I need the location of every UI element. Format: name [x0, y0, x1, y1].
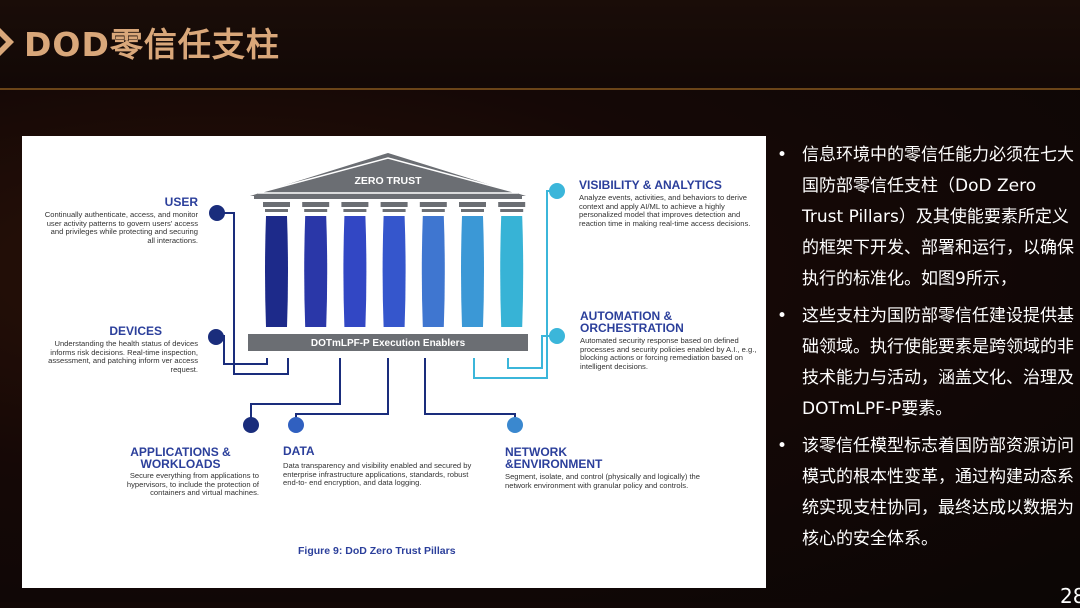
- bullet-item: • 信息环境中的零信任能力必须在七大国防部零信任支柱（DoD Zero Trus…: [775, 140, 1075, 295]
- pillar-capital: [341, 202, 369, 207]
- automation-block: AUTOMATION & ORCHESTRATION Automated sec…: [580, 310, 764, 371]
- temple-roof-outline: [257, 157, 519, 194]
- connector-devices-b: [224, 358, 268, 365]
- data-title: DATA: [283, 444, 315, 458]
- applications-description: Secure everything from applications to h…: [126, 471, 259, 498]
- pillar-3: [343, 216, 367, 327]
- pillar-capital: [498, 202, 526, 207]
- automation-description: Automated security response based on def…: [580, 336, 757, 371]
- pillar-capital-lower: [343, 209, 367, 212]
- network-title-2: &ENVIRONMENT: [505, 457, 603, 471]
- devices-block: DEVICES Understanding the health status …: [38, 325, 198, 374]
- connector-applications: [250, 358, 341, 426]
- pillar-capital: [419, 202, 447, 207]
- pillar-1: [265, 216, 288, 327]
- chevron-right-icon: [0, 28, 14, 56]
- pillar-capital-lower: [382, 209, 406, 212]
- pillar-6: [461, 216, 484, 327]
- network-dot: [507, 417, 523, 433]
- temple-base: [248, 334, 528, 351]
- pillar-capital-lower: [421, 209, 445, 212]
- bullet-item: • 该零信任模型标志着国防部资源访问模式的根本性变革，通过构建动态系统实现支柱协…: [775, 431, 1075, 555]
- slide-header: DOD零信任支柱: [0, 0, 1080, 90]
- entablature: [254, 195, 522, 199]
- data-dot: [288, 417, 304, 433]
- pillar-5: [421, 216, 445, 327]
- pillar-capital-lower: [265, 209, 288, 212]
- bullet-text: 该零信任模型标志着国防部资源访问模式的根本性变革，通过构建动态系统实现支柱协同，…: [802, 436, 1074, 549]
- network-description: Segment, isolate, and control (physicall…: [505, 472, 701, 490]
- figure-caption: Figure 9: DoD Zero Trust Pillars: [298, 545, 456, 557]
- visibility-title: VISIBILITY & ANALYTICS: [579, 178, 722, 192]
- pillar-capital: [380, 202, 408, 207]
- automation-dot: [549, 328, 565, 344]
- page-title: DOD零信任支柱: [24, 25, 280, 64]
- applications-dot: [243, 417, 259, 433]
- page-number: 28: [1060, 584, 1080, 608]
- pillar-2: [304, 216, 328, 327]
- data-block: DATA Data transparency and visibility en…: [283, 445, 478, 488]
- bullet-item: • 这些支柱为国防部零信任建设提供基础领域。执行使能要素是跨领域的非技术能力与活…: [775, 301, 1075, 425]
- bullet-text: 信息环境中的零信任能力必须在七大国防部零信任支柱（DoD Zero Trust …: [802, 145, 1074, 289]
- bullet-list: • 信息环境中的零信任能力必须在七大国防部零信任支柱（DoD Zero Trus…: [775, 140, 1075, 561]
- user-dot: [209, 205, 225, 221]
- devices-dot: [208, 329, 224, 345]
- visibility-dot: [549, 183, 565, 199]
- roof-label: ZERO TRUST: [354, 175, 422, 187]
- pillar-capital-lower: [500, 209, 524, 212]
- visibility-block: VISIBILITY & ANALYTICS Analyze events, a…: [579, 179, 765, 228]
- user-block: USER Continually authenticate, access, a…: [42, 196, 198, 245]
- user-description: Continually authenticate, access, and mo…: [44, 210, 198, 245]
- connector-user: [223, 212, 289, 375]
- connector-data: [295, 358, 389, 426]
- visibility-description: Analyze events, activities, and behavior…: [579, 193, 751, 228]
- devices-title: DEVICES: [109, 324, 162, 338]
- pillars-group: [263, 202, 526, 327]
- pillar-capital: [263, 202, 290, 207]
- pillar-capital: [459, 202, 486, 207]
- zero-trust-diagram: ZERO TRUST DOTmLPF-P Execution Enablers: [208, 153, 565, 433]
- applications-title-1: APPLICATIONS &: [130, 445, 231, 459]
- connector-network: [424, 358, 516, 426]
- user-title: USER: [164, 195, 198, 209]
- pillar-capital: [302, 202, 330, 207]
- bullet-dot: •: [777, 436, 788, 456]
- pillar-4: [382, 216, 406, 327]
- network-title-1: NETWORK: [505, 445, 567, 459]
- applications-block: APPLICATIONS & WORKLOADS Secure everythi…: [102, 446, 259, 498]
- automation-title-1: AUTOMATION &: [580, 309, 673, 323]
- bullet-dot: •: [777, 145, 788, 165]
- bullet-text: 这些支柱为国防部零信任建设提供基础领域。执行使能要素是跨领域的非技术能力与活动，…: [802, 306, 1074, 419]
- pillar-capital-lower: [304, 209, 328, 212]
- zero-trust-pillars-figure: ZERO TRUST DOTmLPF-P Execution Enablers: [22, 136, 766, 588]
- pillar-capital-lower: [461, 209, 484, 212]
- data-description: Data transparency and visibility enabled…: [283, 461, 472, 488]
- devices-description: Understanding the health status of devic…: [48, 339, 198, 374]
- network-block: NETWORK &ENVIRONMENT Segment, isolate, a…: [505, 446, 701, 490]
- automation-title-2: ORCHESTRATION: [580, 321, 684, 335]
- applications-title-2: WORKLOADS: [140, 457, 221, 471]
- bullet-dot: •: [777, 306, 788, 326]
- temple-roof: [250, 153, 526, 196]
- base-label: DOTmLPF-P Execution Enablers: [311, 338, 466, 349]
- pillar-7: [500, 216, 524, 327]
- connector-automation: [507, 335, 552, 369]
